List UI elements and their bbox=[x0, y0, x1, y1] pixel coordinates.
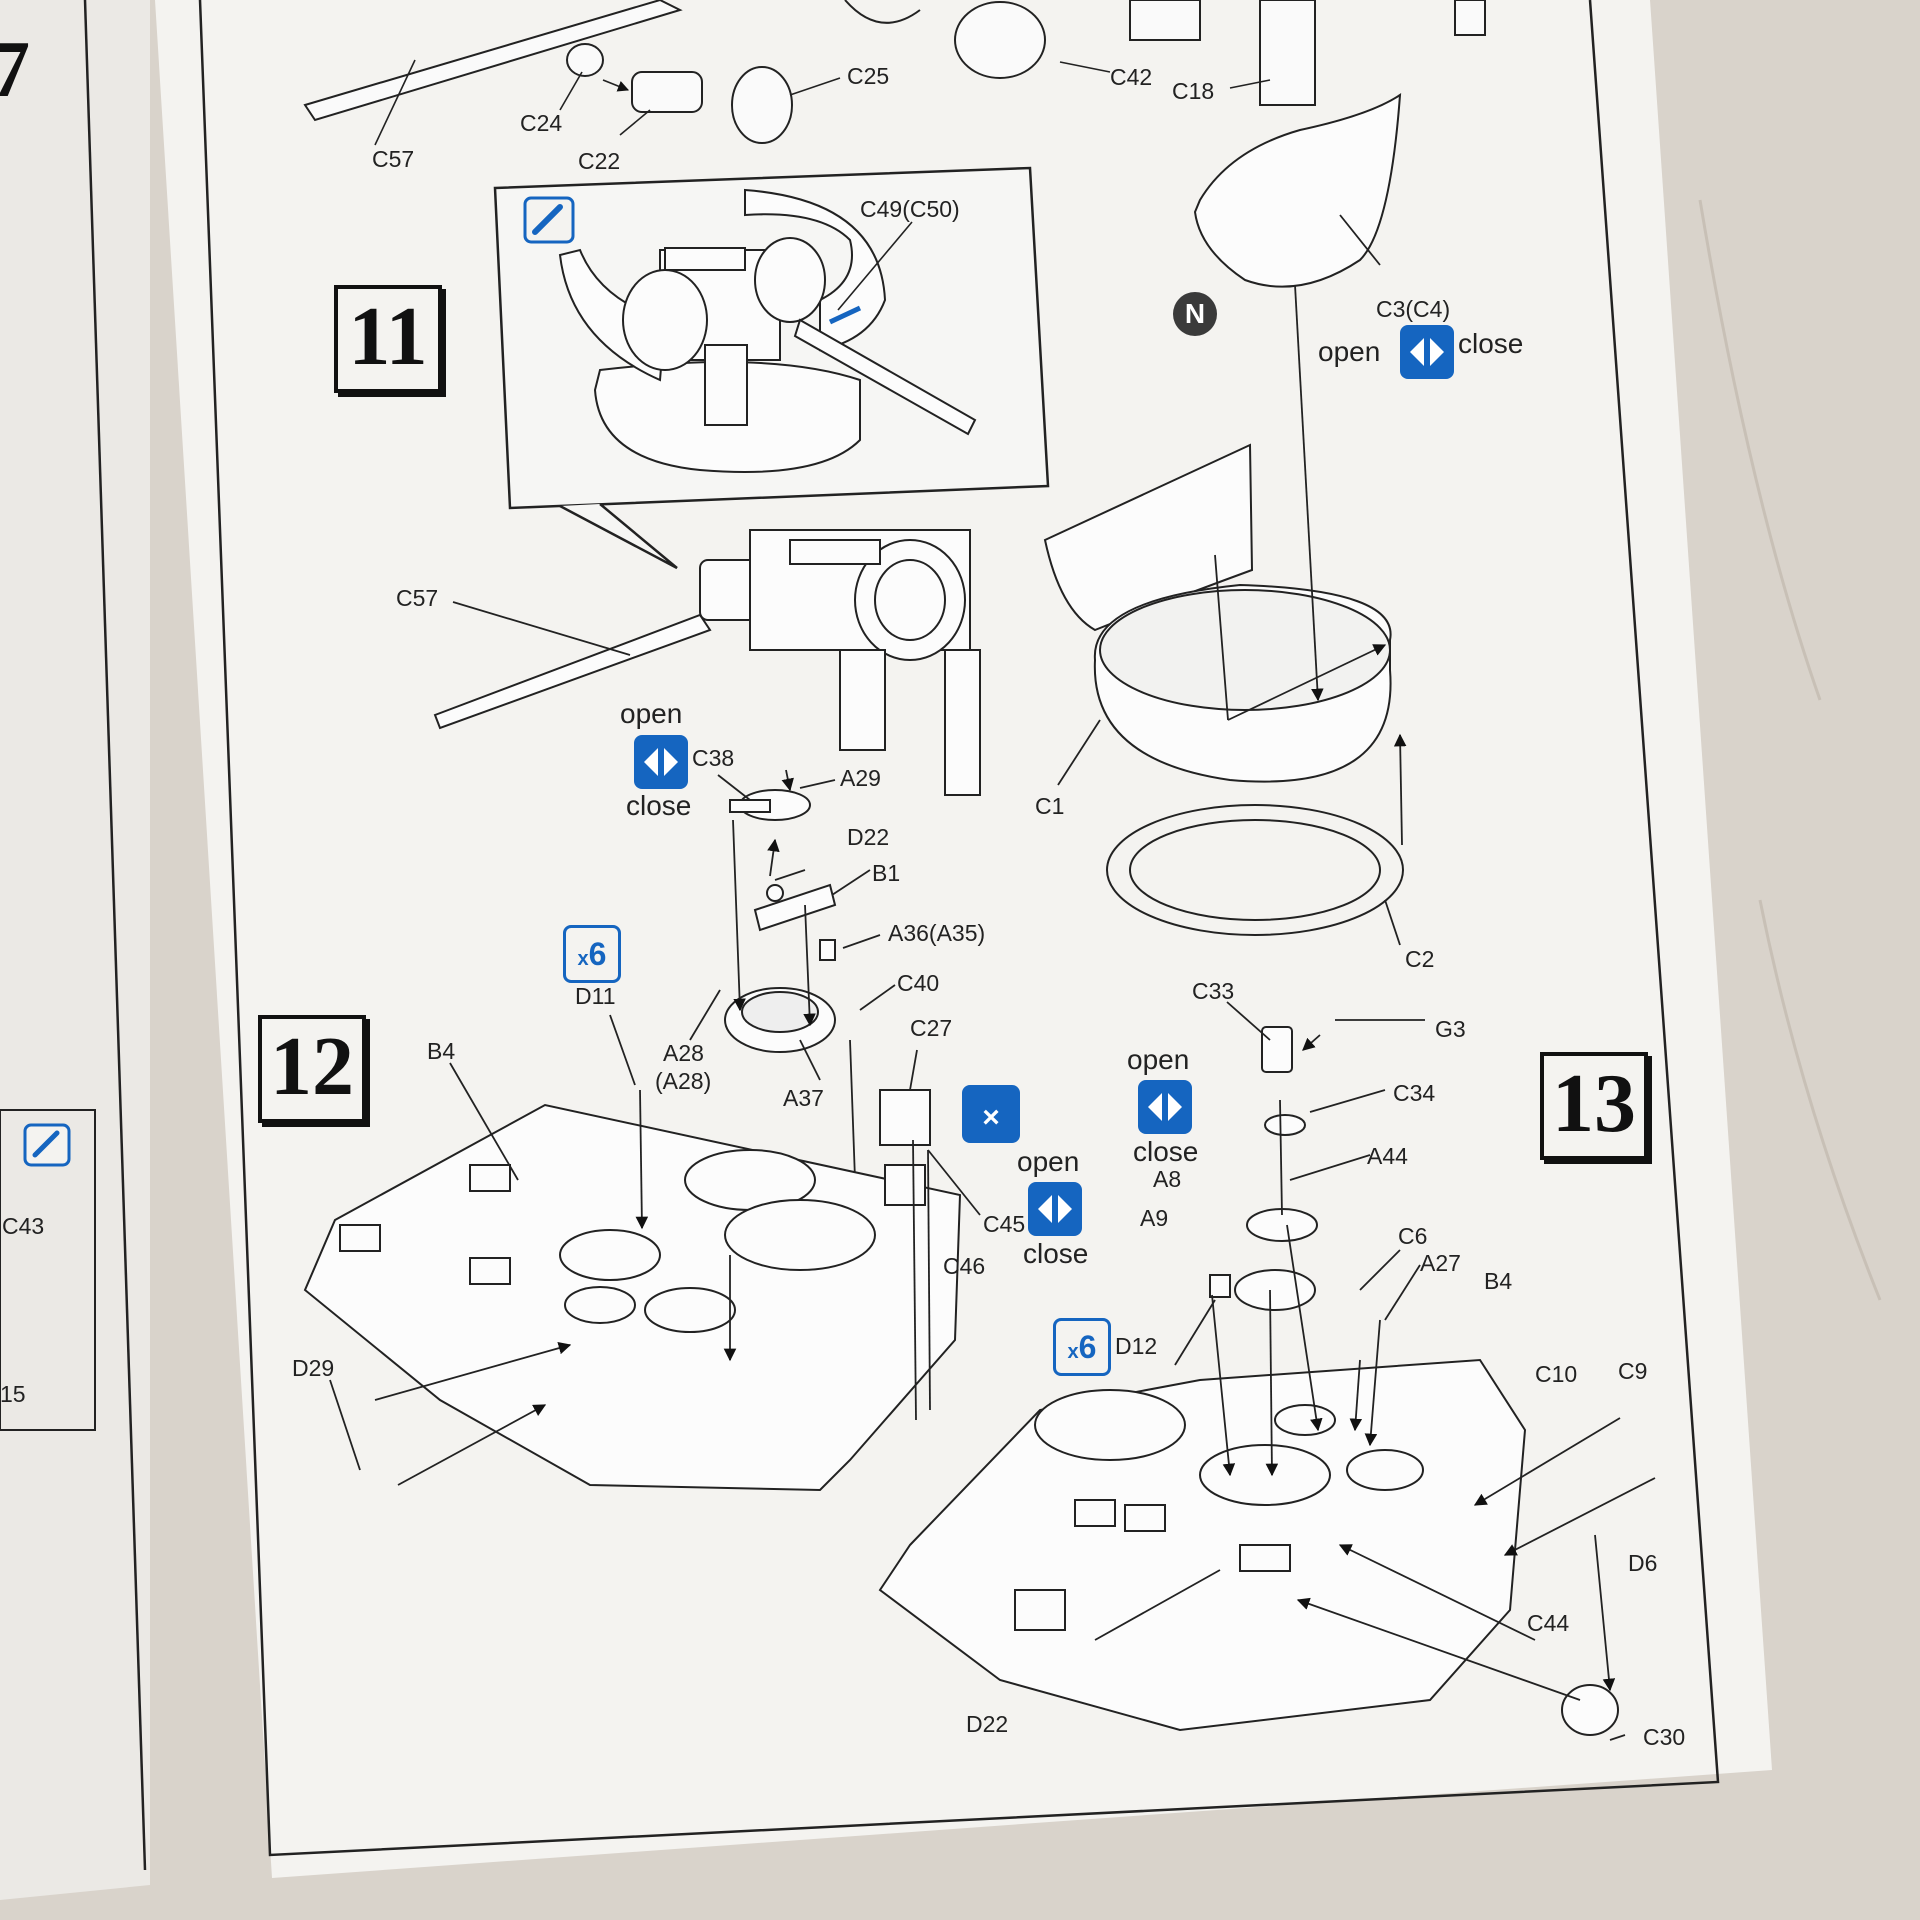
part-label: A44 bbox=[1367, 1143, 1408, 1169]
part-label: C24 bbox=[520, 110, 563, 136]
top-parts bbox=[566, 0, 1486, 144]
part-label: D12 bbox=[1115, 1333, 1158, 1359]
hatch-cover-c3 bbox=[1193, 93, 1402, 288]
part-label: D22 bbox=[966, 1711, 1009, 1737]
part-label: C43 bbox=[2, 1213, 45, 1239]
open-label: open bbox=[1127, 1044, 1190, 1075]
part-label: D29 bbox=[292, 1355, 335, 1381]
part-label: C25 bbox=[847, 63, 890, 89]
svg-text:×: × bbox=[982, 1101, 1000, 1134]
part-label: C27 bbox=[910, 1015, 953, 1041]
part-label: C18 bbox=[1172, 78, 1215, 104]
part-label: C57 bbox=[372, 146, 415, 172]
quantity-times: x bbox=[577, 948, 589, 970]
open-label: open bbox=[620, 698, 683, 729]
close-label: close bbox=[1133, 1136, 1199, 1167]
part-label: G3 bbox=[1435, 1016, 1466, 1042]
step-number-12: 12 bbox=[258, 1015, 366, 1123]
marble-vein bbox=[1698, 199, 1882, 1301]
open-label: open bbox=[1318, 336, 1381, 367]
n-marker-icon: N bbox=[1173, 292, 1217, 336]
part-label: C57 bbox=[396, 585, 439, 611]
close-label: close bbox=[626, 790, 692, 821]
callout-turret-drawing bbox=[558, 188, 977, 473]
cupola-c1 bbox=[1043, 443, 1392, 783]
part-label: C1 bbox=[1035, 793, 1065, 819]
left-page bbox=[0, 0, 150, 1900]
part-label: A28 bbox=[663, 1040, 704, 1066]
quantity-count: 6 bbox=[1078, 1329, 1097, 1365]
open-label: open bbox=[1017, 1146, 1080, 1177]
part-label: D22 bbox=[847, 824, 890, 850]
part-label: (A28) bbox=[655, 1068, 712, 1094]
part-label: C38 bbox=[692, 745, 735, 771]
quantity-x6-badge: x6 bbox=[1053, 1318, 1111, 1376]
close-label: close bbox=[1458, 328, 1524, 359]
part-label: C45 bbox=[983, 1211, 1026, 1237]
part-label: C30 bbox=[1643, 1724, 1686, 1750]
part-label: C2 bbox=[1405, 946, 1435, 972]
panel-frame bbox=[198, 0, 1720, 1857]
close-label: close bbox=[1023, 1238, 1089, 1269]
part-label: B4 bbox=[427, 1038, 456, 1064]
part-label: A37 bbox=[783, 1085, 824, 1111]
part-label: B1 bbox=[872, 860, 901, 886]
step-number-11: 11 bbox=[334, 285, 442, 393]
part-label: A27 bbox=[1420, 1250, 1461, 1276]
part-label: A8 bbox=[1153, 1166, 1182, 1192]
left-inset-box bbox=[0, 1109, 96, 1431]
part-label: C40 bbox=[897, 970, 940, 996]
quantity-count: 6 bbox=[588, 936, 607, 972]
part-label: D6 bbox=[1628, 1550, 1658, 1576]
part-label: C10 bbox=[1535, 1361, 1578, 1387]
part-label: C49(C50) bbox=[860, 196, 960, 222]
part-label: C6 bbox=[1398, 1223, 1428, 1249]
part-label: C22 bbox=[578, 148, 621, 174]
hull-roof-right-drawing bbox=[878, 1358, 1527, 1732]
part-label: C9 bbox=[1618, 1358, 1648, 1384]
quantity-x6-badge: x6 bbox=[563, 925, 621, 983]
part-label: C34 bbox=[1393, 1080, 1436, 1106]
part-label: D11 bbox=[575, 983, 616, 1009]
part-label: A36(A35) bbox=[888, 920, 986, 946]
top-gun-barrel bbox=[303, 0, 683, 122]
hatch-parts-c33-c34 bbox=[1209, 1026, 1619, 1736]
part-label: C3(C4) bbox=[1376, 296, 1451, 322]
step-number-13: 13 bbox=[1540, 1052, 1648, 1160]
hull-roof-left-drawing bbox=[303, 1089, 962, 1492]
part-label: A9 bbox=[1140, 1205, 1169, 1231]
remove-part-icon bbox=[962, 1085, 1020, 1143]
part-label: 15 bbox=[0, 1381, 26, 1407]
hatch-small-parts bbox=[724, 789, 837, 1053]
highlighted-part bbox=[828, 305, 862, 325]
step-number-edge: 7 bbox=[0, 26, 30, 114]
part-label: B4 bbox=[1484, 1268, 1513, 1294]
quantity-times: x bbox=[1067, 1341, 1079, 1363]
open-close-arrows-icon bbox=[634, 325, 1454, 1236]
part-label: C44 bbox=[1527, 1610, 1570, 1636]
ring-c2 bbox=[1106, 804, 1404, 936]
part-label: C42 bbox=[1110, 64, 1153, 90]
part-label: A29 bbox=[840, 765, 881, 791]
turret-assembly-drawing bbox=[433, 529, 981, 796]
part-label: C33 bbox=[1192, 978, 1235, 1004]
part-label: C46 bbox=[943, 1253, 986, 1279]
